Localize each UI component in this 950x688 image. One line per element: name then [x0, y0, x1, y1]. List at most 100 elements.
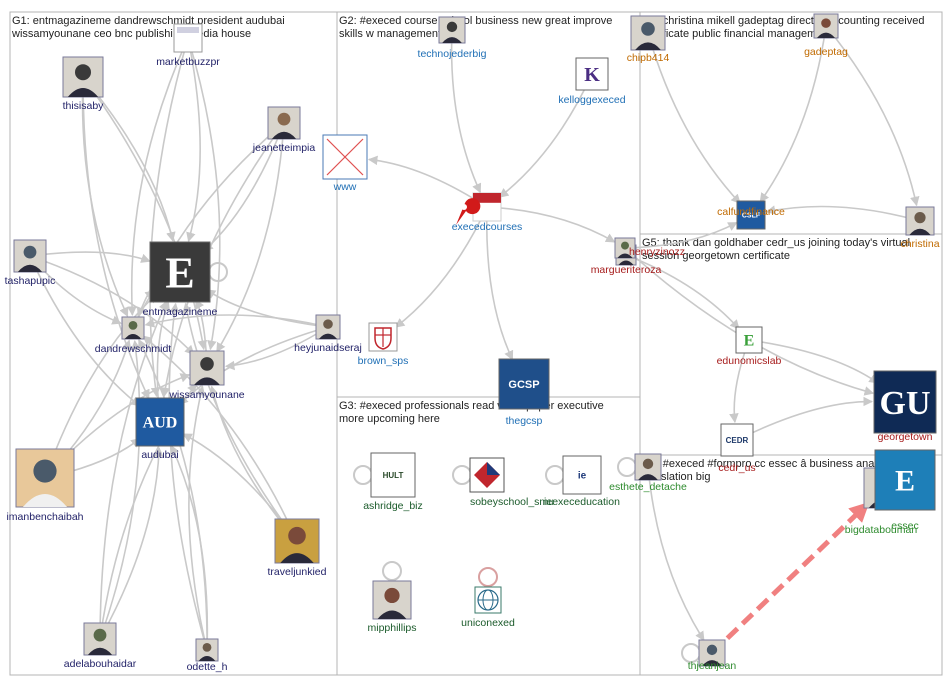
group-title-g3: G3: #execed professionals read white pap…: [339, 400, 604, 412]
edge-jeanetteimpia-wissamyounane: [216, 122, 285, 353]
edge-tashapupic-audubai: [29, 255, 141, 407]
avatar-icon: [189, 350, 225, 386]
node-jeanetteimpia[interactable]: jeanetteimpia: [252, 106, 316, 154]
globe-icon: [474, 586, 502, 614]
avatar-icon: [83, 622, 117, 656]
node-wissamyounane[interactable]: wissamyounane: [168, 350, 245, 401]
logo-icon: [469, 457, 505, 493]
node-label: entmagazineme: [143, 306, 218, 318]
avatar-icon: [121, 316, 145, 340]
node-label: execedcourses: [452, 221, 523, 233]
avatar-icon: [698, 639, 726, 667]
node-label: heyjunaidseraj: [294, 342, 362, 354]
edge-esthete_detache-thjeanjean: [647, 466, 705, 642]
node-chipb414[interactable]: chipb414: [627, 15, 670, 64]
node-dandrewschmidt[interactable]: dandrewschmidt: [95, 316, 172, 355]
node-thisisaby[interactable]: thisisaby: [62, 56, 105, 112]
logo-icon: CEDR: [720, 423, 754, 457]
node-label: imanbenchaibah: [6, 511, 83, 523]
node-tashapupic[interactable]: tashapupic: [5, 239, 56, 287]
node-christina[interactable]: christina: [900, 206, 940, 250]
node-gadeptag[interactable]: gadeptag: [804, 13, 848, 58]
node-label: henryzinozz: [629, 246, 685, 258]
node-uniconexed[interactable]: uniconexed: [461, 586, 515, 629]
logo-icon: AUD: [135, 397, 185, 447]
node-label: odette_h: [187, 661, 228, 673]
node-esthete_detache[interactable]: esthete_detache: [609, 453, 687, 493]
edge-traveljunkied-entmagazineme: [182, 302, 298, 542]
group-title-g5: G5: thank dan goldhaber cedr_us joining …: [642, 237, 910, 249]
logo-icon: CSLF: [736, 200, 766, 230]
node-technojederbig[interactable]: technojederbig: [418, 16, 487, 60]
node-www[interactable]: www: [322, 134, 368, 193]
avatar-icon: [267, 106, 301, 140]
avatar-icon: [630, 15, 666, 51]
edge-christina-calfundfinance: [765, 205, 921, 222]
node-imanbenchaibah[interactable]: imanbenchaibah: [6, 448, 84, 523]
svg-text:ie: ie: [578, 471, 587, 482]
edge-edunomicslab-georgetown: [748, 339, 879, 384]
logo-icon: [456, 192, 502, 225]
logo-icon: GCSP: [498, 358, 550, 410]
edge-thisisaby-wissamyounane: [82, 76, 208, 351]
node-label: sobeyschool_smu: [470, 496, 554, 508]
node-label: traveljunkied: [268, 566, 327, 578]
node-brown_sps[interactable]: brown_sps: [358, 322, 409, 367]
logo-icon: ie: [562, 455, 602, 495]
node-execedcourses[interactable]: execedcourses: [452, 192, 523, 233]
node-label: gadeptag: [804, 46, 848, 58]
edge-odette_h-audubai: [170, 444, 209, 651]
node-label: ashridge_biz: [363, 500, 423, 512]
node-label: margueriteroza: [591, 264, 662, 276]
edge-margueriteroza-edunomicslab: [625, 254, 740, 330]
edge-tashapupic-wissamyounane: [29, 255, 195, 356]
group-title-g2: skills w management: [339, 28, 441, 40]
node-label: georgetown: [878, 431, 933, 443]
node-label: kelloggexeced: [558, 94, 625, 106]
edge-thjeanjean-bigdatabouman: [710, 501, 870, 655]
node-label: marketbuzzpr: [156, 56, 220, 68]
logo-icon: E: [735, 326, 763, 354]
self-loop-uniconexed: [478, 567, 498, 587]
node-marketbuzzpr[interactable]: marketbuzzpr: [156, 23, 220, 68]
node-sobeyschool_smu[interactable]: sobeyschool_smu: [469, 457, 554, 508]
node-odette_h[interactable]: odette_h: [187, 638, 228, 673]
logo-icon: E: [149, 241, 211, 303]
group-title-g1: G1: entmagazineme dandrewschmidt preside…: [12, 15, 285, 27]
node-label: wissamyounane: [168, 389, 244, 401]
node-label: brown_sps: [358, 355, 409, 367]
edge-adelabouhaidar-entmagazineme: [99, 300, 168, 640]
node-mipphillips[interactable]: mipphillips: [367, 580, 417, 634]
node-label: edunomicslab: [717, 355, 782, 367]
node-heyjunaidseraj[interactable]: heyjunaidseraj: [294, 314, 362, 354]
node-label: bigdatabouman: [845, 524, 918, 536]
node-traveljunkied[interactable]: traveljunkied: [268, 518, 327, 578]
node-label: tashapupic: [5, 275, 56, 287]
edge-execedcourses-thegcsp: [485, 206, 514, 361]
node-henryzinozz[interactable]: henryzinozz: [614, 237, 685, 259]
svg-text:AUD: AUD: [143, 415, 178, 432]
avatar-icon: [274, 518, 320, 564]
node-label: www: [333, 181, 357, 193]
edge-chipb414-calfundfinance: [647, 32, 741, 205]
node-label: adelabouhaidar: [64, 658, 137, 670]
edge-marketbuzzpr-audubai: [149, 37, 189, 398]
node-thjeanjean[interactable]: thjeanjean: [688, 639, 737, 672]
edge-gadeptag-christina: [825, 25, 920, 207]
node-label: uniconexed: [461, 617, 515, 629]
node-adelabouhaidar[interactable]: adelabouhaidar: [64, 622, 137, 670]
group-title-g2: G2: #execed course school business new g…: [339, 15, 612, 27]
logo-icon: E: [874, 449, 936, 511]
